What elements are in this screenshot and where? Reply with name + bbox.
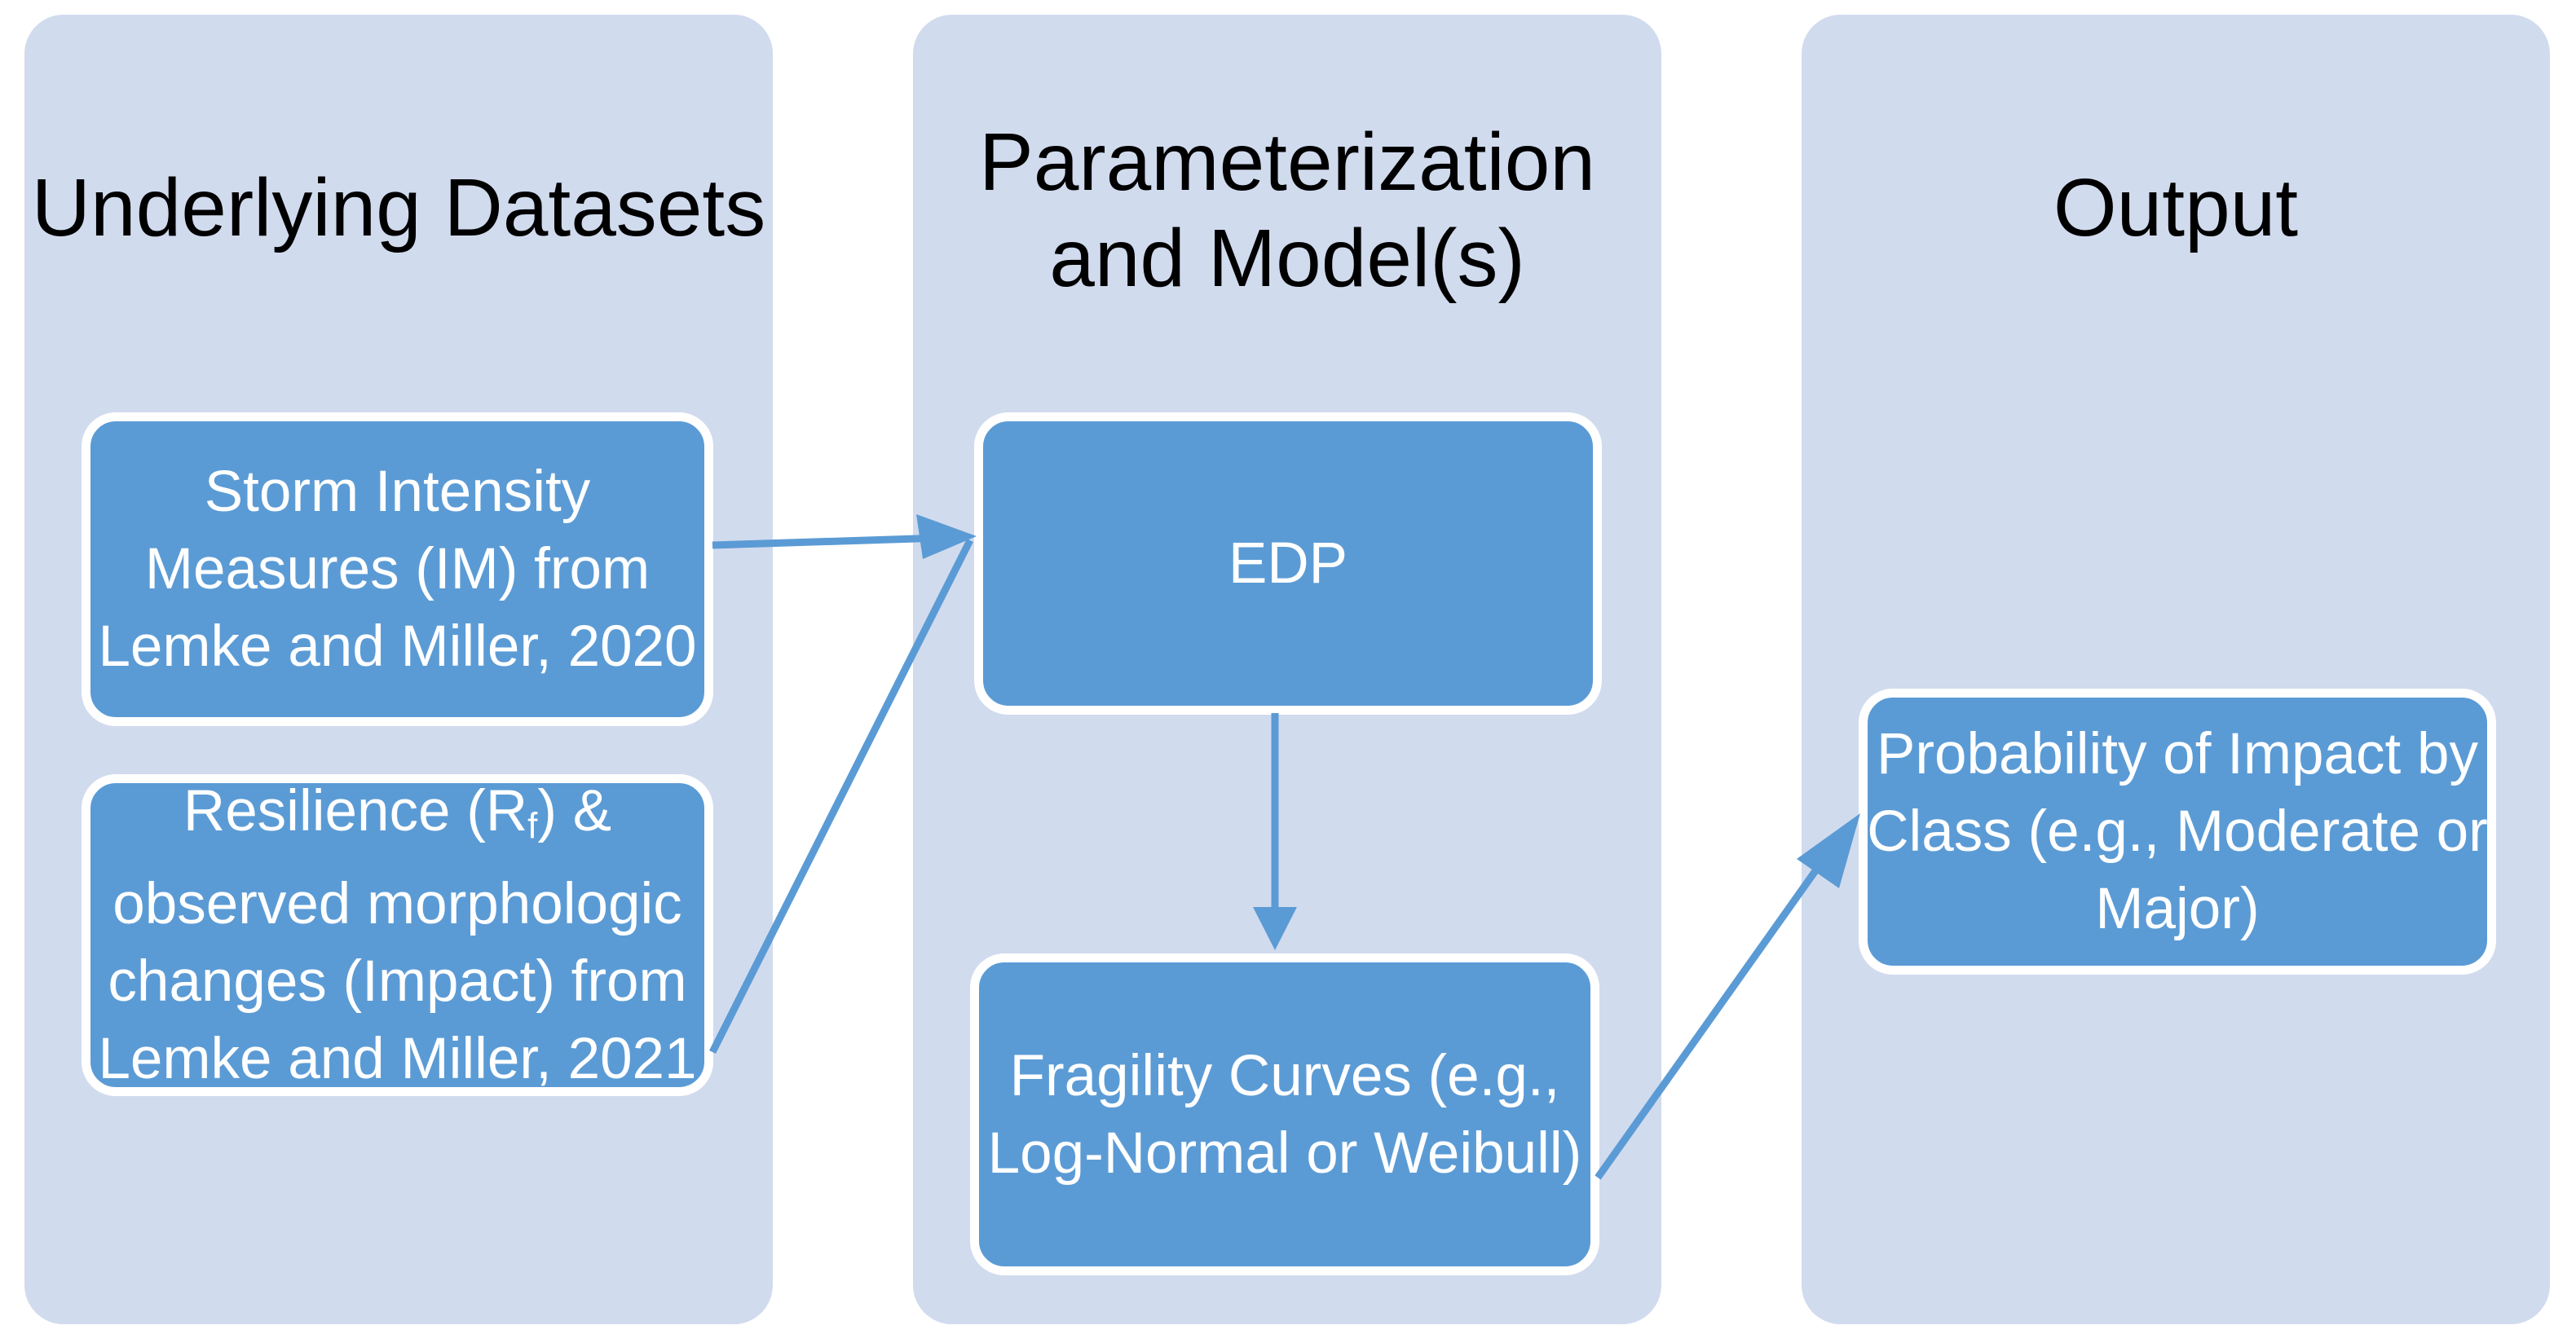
- box-text-line: Major): [2095, 877, 2260, 941]
- column-title-text: Underlying Datasets: [31, 162, 766, 253]
- box-text-line: Lemke and Miller, 2020: [98, 614, 697, 679]
- column-output: [1802, 15, 2550, 1324]
- box-text-line: Fragility Curves (e.g.,: [1009, 1043, 1560, 1108]
- column-title-text: Parameterization: [979, 117, 1595, 208]
- box-text-line: Storm Intensity: [204, 460, 591, 524]
- subscript-f: f: [527, 806, 538, 847]
- box-edp: EDP: [974, 412, 1602, 715]
- box-text-segment: Resilience (R: [183, 779, 528, 844]
- box-text-line: Class (e.g., Moderate or: [1867, 799, 2488, 864]
- box-text-line: observed morphologic: [112, 871, 682, 936]
- box-text-line: Probability of Impact by: [1877, 722, 2478, 786]
- box-text-line: Lemke and Miller, 2021: [98, 1026, 697, 1091]
- column-title-underlying-datasets: Underlying Datasets: [24, 160, 773, 256]
- box-probability-of-impact: Probability of Impact by Class (e.g., Mo…: [1859, 689, 2496, 975]
- column-title-parameterization-models: Parameterization and Model(s): [913, 114, 1661, 306]
- box-resilience-morphologic-changes: Resilience (Rf) & observed morphologic c…: [82, 774, 713, 1096]
- box-text-line: Measures (IM) from: [144, 537, 651, 601]
- box-text-line: changes (Impact) from: [108, 949, 687, 1014]
- box-text-line: Resilience (Rf) &: [183, 773, 611, 865]
- column-title-text: Output: [2053, 162, 2299, 253]
- column-title-text: and Model(s): [1049, 213, 1525, 304]
- box-fragility-curves: Fragility Curves (e.g., Log-Normal or We…: [970, 953, 1599, 1275]
- box-text-segment: ) &: [537, 779, 612, 844]
- column-title-output: Output: [1802, 160, 2550, 256]
- box-text-line: Log-Normal or Weibull): [987, 1121, 1582, 1186]
- box-storm-intensity-measures: Storm Intensity Measures (IM) from Lemke…: [82, 412, 713, 726]
- box-text-line: EDP: [1228, 531, 1348, 596]
